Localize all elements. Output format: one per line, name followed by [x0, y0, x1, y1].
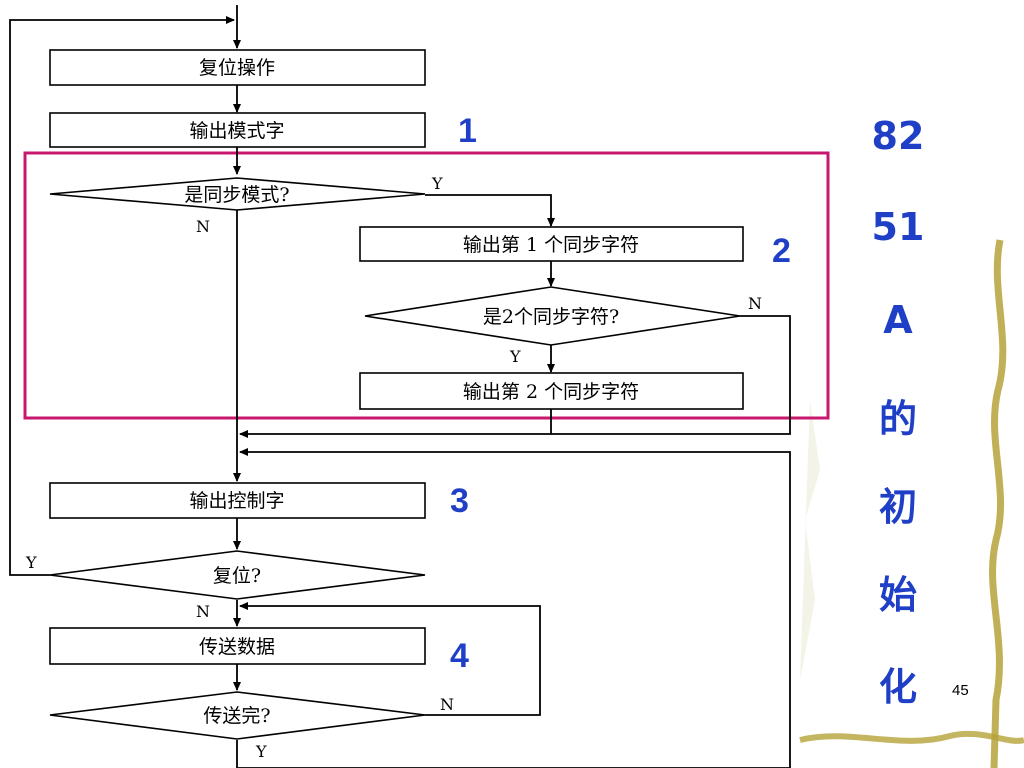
step-number-1: 1 — [458, 112, 477, 150]
step-number-2: 2 — [772, 232, 791, 270]
sync-mode-no: N — [196, 217, 210, 236]
reset-op-box — [49, 49, 426, 86]
output-control-label: 输出控制字 — [189, 490, 284, 512]
side-title-chu: 初 — [878, 485, 917, 529]
output-sync2-label: 输出第 2 个同步字符 — [463, 381, 639, 403]
output-sync1-box — [359, 226, 744, 262]
output-mode-box — [49, 112, 426, 148]
output-sync1-label: 输出第 1 个同步字符 — [463, 234, 639, 256]
side-title-82: 82 — [871, 114, 925, 158]
transfer-data-box — [49, 627, 426, 665]
output-control-box — [49, 482, 426, 519]
output-sync2-box — [359, 372, 744, 410]
step-number-3: 3 — [450, 482, 469, 520]
transfer-done-label: 传送完? — [203, 705, 270, 727]
vine-decoration — [799, 239, 1024, 768]
side-title-de: 的 — [878, 397, 917, 441]
side-title-shi: 始 — [878, 573, 917, 617]
step-number-4: 4 — [450, 637, 469, 675]
transfer-done-decision — [49, 691, 426, 740]
reset-op-label: 复位操作 — [199, 57, 275, 79]
reset-decision — [49, 550, 426, 600]
side-title-hua: 化 — [878, 665, 917, 709]
highlight-frame — [23, 151, 830, 420]
transfer-done-yes: Y — [255, 742, 267, 761]
two-sync-label: 是2个同步字符? — [483, 306, 619, 328]
two-sync-no: N — [748, 294, 762, 313]
side-title-a: A — [883, 298, 913, 342]
reset-no: N — [196, 602, 210, 621]
transfer-done-no: N — [440, 695, 454, 714]
output-mode-label: 输出模式字 — [189, 120, 284, 142]
sync-mode-label: 是同步模式? — [184, 184, 289, 206]
sync-mode-yes: Y — [431, 174, 443, 193]
side-title-51: 51 — [871, 205, 925, 249]
reset-yes: Y — [25, 553, 37, 572]
sync-mode-decision — [49, 177, 426, 211]
two-sync-decision — [364, 286, 741, 346]
reset-label: 复位? — [213, 565, 261, 587]
flow-lines — [9, 5, 791, 768]
page-number: 45 — [952, 682, 969, 699]
two-sync-yes: Y — [509, 347, 521, 366]
transfer-data-label: 传送数据 — [199, 636, 275, 658]
